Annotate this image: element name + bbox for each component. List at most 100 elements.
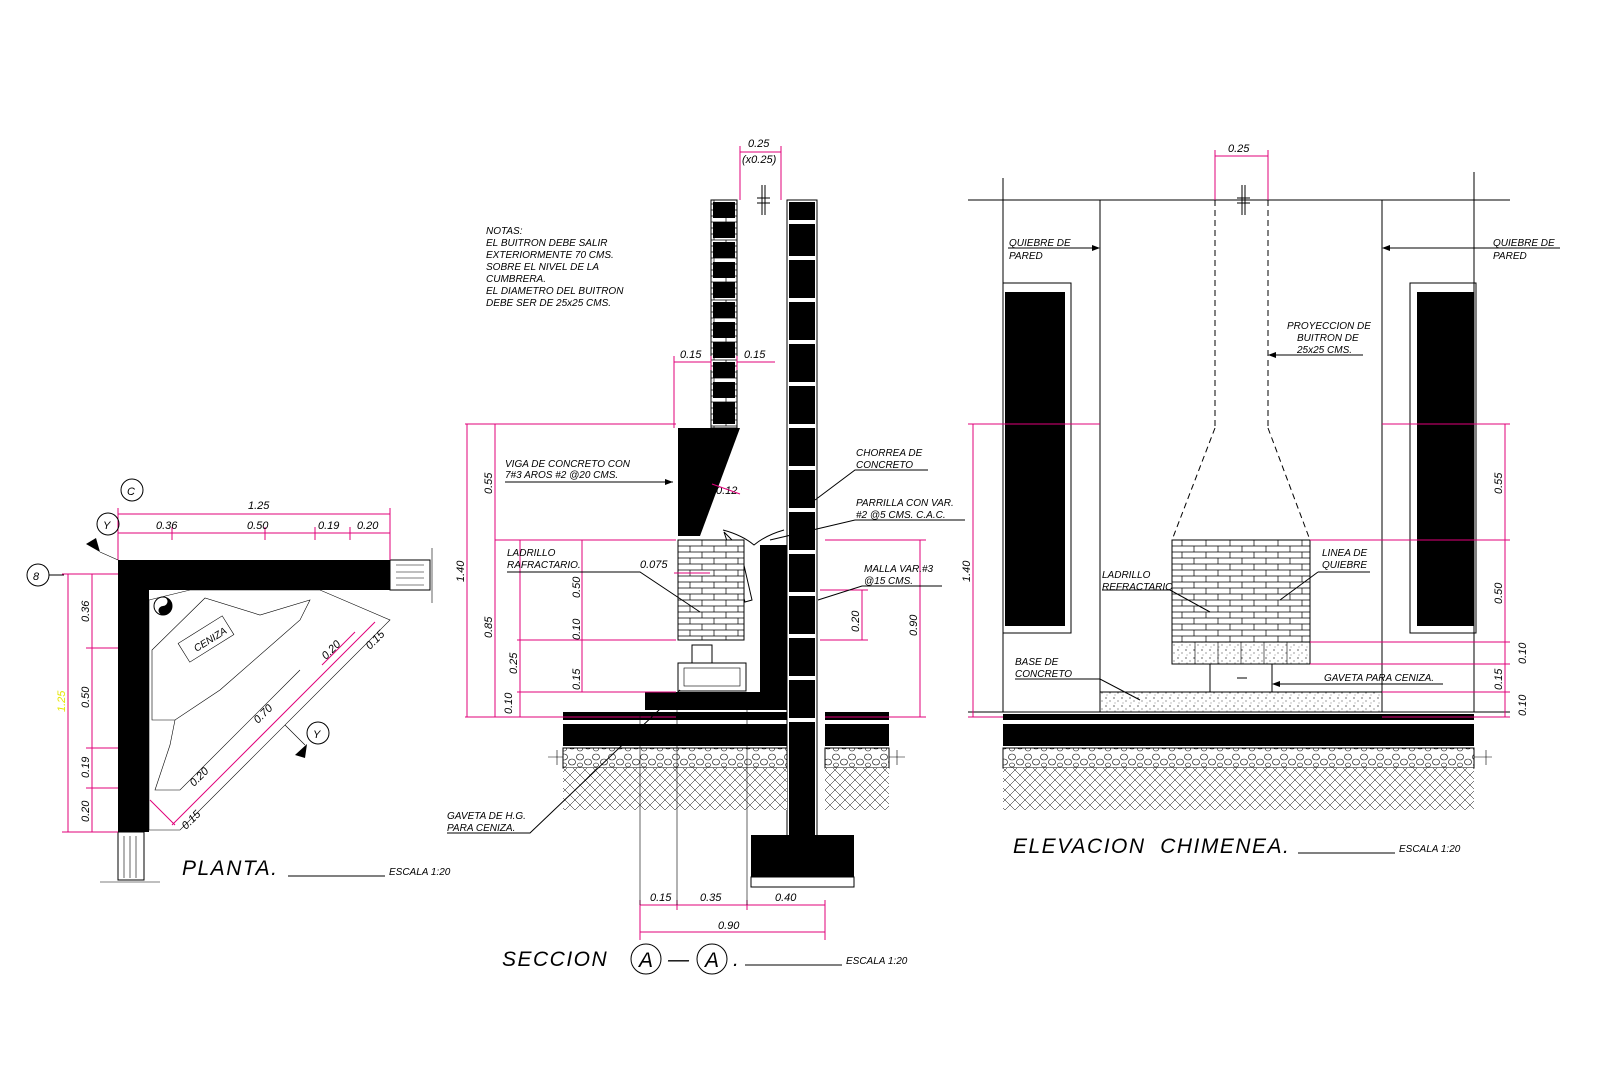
planta-dim-036: 0.36 (156, 520, 178, 532)
elevacion-label-linea-1: LINEA DE (1322, 548, 1368, 559)
seccion-label-malla-1: MALLA VAR.#3 (864, 564, 934, 575)
elevacion-label-ladrillo-2: REFRACTARIO (1102, 582, 1173, 593)
seccion-floor-slab (563, 712, 787, 720)
seccion-notes: NOTAS: EL BUITRON DEBE SALIR EXTERIORMEN… (486, 226, 624, 309)
elevation-concrete-base (1099, 691, 1383, 713)
planta-ceniza-box (177, 615, 235, 663)
planta-dim-v-020: 0.20 (80, 800, 92, 822)
seccion-dim-012: 0.12 (716, 485, 737, 497)
seccion-dim-b035: 0.35 (700, 892, 722, 904)
elevacion-floor-slab (1003, 714, 1474, 720)
seccion-dim-055: 0.55 (483, 472, 495, 494)
planta-dim-v-total: 1.25 (56, 690, 68, 712)
elevation-firebox (1171, 539, 1311, 643)
elevacion-label-quiebre-l-2: PARED (1009, 251, 1043, 262)
elevation-left-opening (1005, 292, 1065, 626)
planta-diag-070: 0.70 (252, 702, 276, 726)
elevacion-dim-015: 0.15 (1493, 668, 1505, 690)
seccion-dim-010: 0.10 (503, 692, 515, 714)
planta-diag-020b: 0.20 (188, 765, 212, 789)
seccion-label-parrilla-1: PARRILLA CON VAR. (856, 498, 954, 509)
planta-dim-total: 1.25 (248, 500, 270, 512)
elevacion-scale: ESCALA 1:20 (1399, 844, 1461, 855)
elevacion-label-quiebre-r-2: PARED (1493, 251, 1527, 262)
seccion-dim-050: 0.50 (571, 576, 583, 598)
note-line-7: DEBE SER DE 25x25 CMS. (486, 298, 611, 309)
planta-hearth-outline (148, 589, 391, 831)
seccion-dim-085: 0.85 (483, 616, 495, 638)
planta-dim-v-050: 0.50 (80, 686, 92, 708)
elevacion-dim-055: 0.55 (1493, 472, 1505, 494)
seccion-dim-140: 1.40 (455, 560, 467, 582)
seccion-title-dash: — (667, 948, 691, 971)
elevacion-dim-050: 0.50 (1493, 582, 1505, 604)
elevacion-label-proy-1: PROYECCION DE (1287, 321, 1371, 332)
smoke-shelf (722, 529, 785, 546)
note-line-4: SOBRE EL NIVEL DE LA (486, 262, 599, 273)
planta-diag-015a: 0.15 (364, 628, 388, 652)
section-marker-y (306, 721, 330, 745)
elevacion-label-quiebre-r-1: QUIEBRE DE (1493, 238, 1555, 249)
seccion-dim-020r: 0.20 (850, 610, 862, 632)
elevacion-label-proy-3: 25x25 CMS. (1296, 345, 1352, 356)
seccion-dim-b015: 0.15 (650, 892, 672, 904)
planta-column-bottom (117, 831, 145, 881)
chimney-left-blocks (713, 202, 735, 424)
planta-wall (118, 560, 390, 832)
grid-bubble-y (96, 512, 120, 536)
seccion-dim-015-right: 0.15 (744, 349, 766, 361)
elevacion-label-linea-2: QUIEBRE (1322, 560, 1367, 571)
seccion-dim-015-left: 0.15 (680, 349, 702, 361)
elevacion-label-ladrillo-1: LADRILLO (1102, 570, 1151, 581)
planta-dim-020: 0.20 (357, 520, 379, 532)
elevacion-label-quiebre-l-1: QUIEBRE DE (1009, 238, 1071, 249)
planta-dim-v-036: 0.36 (80, 600, 92, 622)
grid-bubble-c (120, 478, 144, 502)
seccion-dim-top-sub: (x0.25) (742, 154, 777, 166)
elevacion-title: ELEVACION CHIMENEA. (1013, 835, 1290, 858)
seccion-dim-025: 0.25 (508, 652, 520, 674)
note-line-6: EL DIAMETRO DEL BUITRON (486, 286, 624, 297)
firebox-brick (677, 539, 745, 641)
ash-drawer (677, 662, 747, 692)
elevacion-label-base-1: BASE DE (1015, 657, 1059, 668)
planta-diag-015b: 0.15 (180, 808, 204, 832)
seccion-dim-010b: 0.10 (571, 618, 583, 640)
seccion-label-gaveta-2: PARA CENIZA. (447, 823, 515, 834)
elevacion-dim-140: 1.40 (961, 560, 973, 582)
note-line-3: EXTERIORMENTE 70 CMS. (486, 250, 614, 261)
planta-ceniza-label: CENIZA (192, 626, 229, 655)
seccion-label-ladrillo-1: LADRILLO (507, 548, 556, 559)
elevation-right-opening (1417, 292, 1474, 626)
seccion-label-viga-2: 7#3 AROS #2 @20 CMS. (505, 470, 618, 481)
seccion-dim-b040: 0.40 (775, 892, 797, 904)
seccion-dim-090r: 0.90 (908, 614, 920, 636)
seccion-label-viga-1: VIGA DE CONCRETO CON (505, 459, 631, 470)
seccion-title-a2: A (703, 949, 721, 972)
planta-column-right (389, 559, 431, 591)
seccion-label-gaveta-1: GAVETA DE H.G. (447, 811, 526, 822)
seccion-gravel (562, 747, 788, 769)
seccion-dim-015b: 0.15 (571, 668, 583, 690)
elevacion-soil (1003, 768, 1474, 810)
planta-dim-019: 0.19 (318, 520, 339, 532)
planta-dim-050: 0.50 (247, 520, 269, 532)
seccion-label-parrilla-2: #2 @5 CMS. C.A.C. (856, 510, 946, 521)
seccion-view: NOTAS: EL BUITRON DEBE SALIR EXTERIORMEN… (447, 138, 965, 975)
seccion-label-malla-2: @15 CMS. (864, 576, 913, 587)
note-line-2: EL BUITRON DEBE SALIR (486, 238, 608, 249)
seccion-soil (563, 768, 787, 810)
chimney-footing (751, 835, 854, 877)
section-arrow-bottom (295, 744, 307, 758)
section-marker-y-label: Y (313, 729, 321, 741)
seccion-label-chorrea-1: CHORREA DE (856, 448, 923, 459)
seccion-dim-0075: 0.075 (640, 559, 668, 571)
flue-projection (1171, 200, 1311, 541)
section-arrow-top (86, 538, 100, 552)
planta-title: PLANTA. (182, 857, 278, 880)
grid-bubble-c-label: C (127, 486, 135, 498)
seccion-dim-top: 0.25 (748, 138, 770, 150)
elevacion-dim-top: 0.25 (1228, 143, 1250, 155)
seccion-title: SECCION (502, 948, 608, 971)
seccion-dim-b090: 0.90 (718, 920, 740, 932)
